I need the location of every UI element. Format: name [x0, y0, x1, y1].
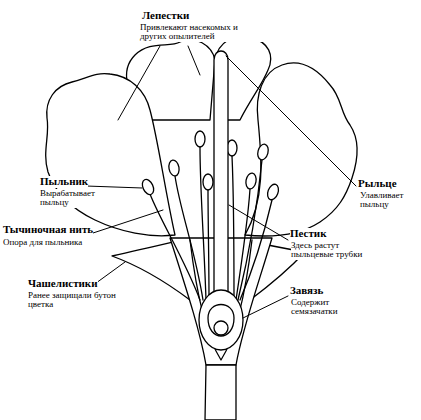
part-note: Привлекают насекомых и других опылителей	[140, 23, 265, 42]
anthers	[140, 131, 280, 201]
part-name: Рыльце	[358, 178, 397, 190]
petal	[245, 63, 357, 236]
ovary-chamber	[208, 305, 234, 337]
part-name: Лепестки	[142, 10, 189, 22]
part-note: Ранее защищали бутон цветка	[28, 291, 123, 310]
stem	[205, 365, 236, 420]
part-name: Чашелистики	[28, 278, 98, 290]
petal	[46, 74, 175, 236]
pistil-style	[214, 51, 228, 296]
leader-lines	[86, 46, 356, 318]
part-name: Пестик	[290, 228, 327, 240]
ovule	[214, 321, 228, 335]
part-note: Здесь растут пыльцевые трубки	[291, 241, 376, 260]
ovary	[199, 290, 243, 350]
part-name: Пыльник	[40, 176, 88, 188]
part-note: Содержит семязачатки	[291, 298, 361, 317]
part-note: Вырабатывает пыльцу	[40, 189, 110, 208]
part-note: Опора для пыльника	[3, 238, 103, 247]
part-name: Завязь	[290, 285, 323, 297]
part-note: Улавливает пыльцу	[360, 191, 418, 210]
stamens	[150, 147, 272, 300]
part-name: Тычиночная нить	[3, 224, 93, 236]
